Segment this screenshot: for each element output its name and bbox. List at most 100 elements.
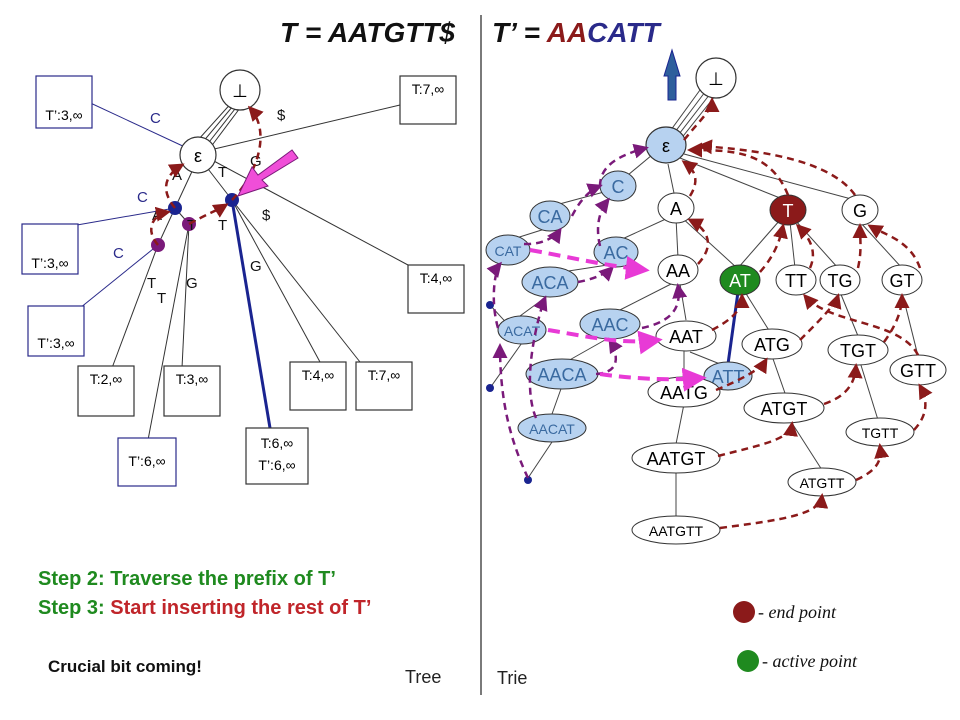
suffix-tree: ⊥ ε C $ T G A C A T T $ C T G T G [21,69,465,687]
leaf-box [35,75,93,129]
trie-node-label: AATGT [647,449,706,469]
leaf-label: T:4,∞ [302,367,335,383]
tree-epsilon-label: ε [194,146,202,166]
suffix-trie: ⊥ ε C A T G CA CAT AC AA AT TT T [485,48,947,688]
trie-node-label: T [783,201,794,221]
trie-node-atg [741,328,803,360]
trie-node-label: AAC [591,315,628,335]
trie-node-label: AACA [537,365,586,385]
tree-root-label: ⊥ [232,81,248,101]
legend-end-point-swatch [733,601,755,623]
leaf-box [399,75,457,125]
legend: - end point - active point [733,601,858,672]
leaf-label: T:7,∞ [412,81,445,97]
trie-node-label: CA [537,207,562,227]
leaf-box [355,361,413,411]
trie-node-label: ATT [712,367,745,387]
step-3-prefix: Step 3: [38,597,110,619]
leaf-box [117,437,177,487]
tree-edge-label: G [250,153,262,170]
tree-edge-label: $ [262,207,271,224]
trie-nodes: ⊥ ε C A T G CA CAT AC AA AT TT T [485,57,947,545]
leaf-label: T’:6,∞ [258,457,295,473]
trie-node-aatgtt [631,515,721,545]
tree-edge-label: G [250,258,262,275]
leaf-label: T:4,∞ [420,270,453,286]
trie-node-label: ACAT [504,323,541,339]
trie-suffix-links-purple [486,143,688,479]
leaf-box [27,305,85,357]
leaf-label: T’:3,∞ [45,107,82,123]
leaf-label: T:2,∞ [90,371,123,387]
trie-active-edge [726,291,740,365]
leaf-label: T’:3,∞ [37,335,74,351]
trie-node-label: TT [785,271,807,291]
tree-leaf-boxes: T’:3,∞ T:7,∞ T’:3,∞ T:4,∞ T’:3,∞ T:2,∞ T… [21,75,465,487]
trie-node-aacat [517,413,587,443]
trie-node-label: C [612,177,625,197]
trie-node-label: AACAT [529,421,575,437]
tree-caption: Tree [405,667,441,687]
trie-node-tt [775,264,817,296]
title-t-prime-green: AA [546,17,587,48]
tree-edge-label: T [147,275,156,292]
tree-edge-label: A [172,167,182,184]
trie-node-label: ATGTT [800,475,845,491]
trie-node-label: TGTT [862,425,899,441]
tree-edge-label: G [186,275,198,292]
trie-dot [524,476,532,484]
tree-edge-label: T [157,290,166,307]
title-t: T = AATGTT$ [280,17,455,48]
leaf-box [289,361,347,411]
tree-suffix-links [149,105,264,246]
tree-edge-label: T [187,217,196,234]
tree-root-node [219,69,261,111]
leaf-box [163,365,221,417]
tree-edge-label: C [113,245,124,262]
leaf-box [21,223,79,275]
pink-pointer-arrow [237,149,299,197]
leaf-box [245,427,309,485]
title: T = AATGTT$ T’ = AACATT [280,17,663,48]
trie-node-label: TGT [840,341,876,361]
trie-node-label: AT [729,271,751,291]
trie-up-arrow [663,48,681,101]
steps: Step 2: Traverse the prefix of T’ Step 3… [38,568,371,676]
tree-edge-label: C [150,110,161,127]
crucial-bit-text: Crucial bit coming! [48,657,202,676]
trie-dot [486,301,494,309]
trie-node-label: TG [828,271,853,291]
title-t-prime-prefix: T’ = [492,17,547,48]
step-3-text: Step 3: Start inserting the rest of T’ [38,597,371,619]
tree-edge-label: T [218,164,227,181]
leaf-box [407,264,465,314]
leaf-label: T:6,∞ [261,435,294,451]
trie-node-label: AATG [660,383,708,403]
trie-node-label: AAT [669,327,703,347]
legend-end-point-label: - end point [758,602,837,622]
title-t-prime: T’ = AACATT [492,17,663,48]
leaf-label: T’:3,∞ [31,255,68,271]
trie-node-label: ACA [531,273,568,293]
trie-node-label: ⊥ [708,69,724,89]
step-3-highlight: Start inserting the rest of T’ [110,597,371,619]
trie-node-label: AC [603,243,628,263]
leaf-box [77,365,135,417]
trie-node-acat [497,315,547,345]
tree-edge-label: T [218,217,227,234]
trie-node-label: CAT [495,243,522,259]
trie-suffix-links-magenta [529,248,707,392]
legend-active-point-label: - active point [762,651,858,671]
trie-caption: Trie [497,668,527,688]
tree-edge-label: C [137,189,148,206]
trie-node-label: ε [662,136,670,156]
legend-active-point-swatch [737,650,759,672]
trie-node-aatgt [631,442,721,474]
trie-node-label: ATG [754,335,790,355]
trie-node-label: AA [666,261,690,281]
trie-node-label: GTT [900,361,936,381]
leaf-label: T:7,∞ [368,367,401,383]
trie-node-label: G [853,201,867,221]
tree-edge-label: $ [277,107,286,124]
